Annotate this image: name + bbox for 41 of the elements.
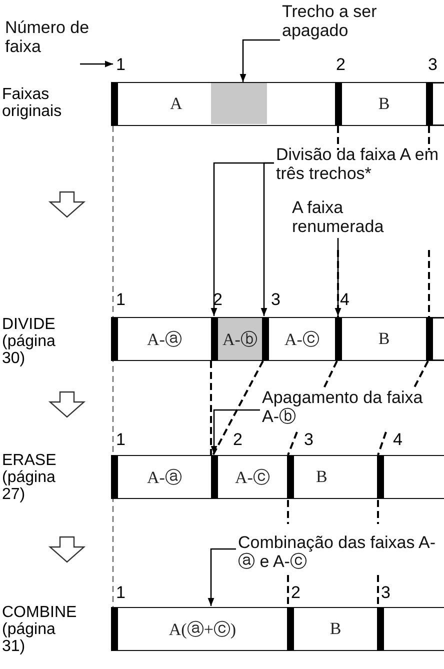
leader-arrow bbox=[334, 238, 342, 316]
row-label: COMBINE (página 31) bbox=[2, 604, 78, 655]
callout-text: Apagamento da faixa A-ⓑ bbox=[262, 388, 442, 426]
callout-text: Trecho a ser apagado bbox=[282, 2, 410, 40]
callout-text: Divisão da faixa A em três trechos* bbox=[276, 145, 444, 183]
callout-text: A faixa renumerada bbox=[292, 198, 407, 236]
track-number: 1 bbox=[116, 56, 126, 74]
leader-arrow bbox=[210, 409, 260, 454]
track-number: 4 bbox=[340, 291, 350, 309]
leader-arrow bbox=[240, 39, 280, 82]
callout-text: Número de faixa bbox=[5, 18, 115, 56]
track-label: B bbox=[330, 619, 342, 639]
track-label: A-ⓐ bbox=[147, 466, 182, 488]
track-label: A bbox=[170, 94, 182, 114]
track-label: B bbox=[378, 329, 390, 349]
track-number: 2 bbox=[291, 584, 300, 602]
track-number: 3 bbox=[381, 584, 390, 602]
row-label: Faixas originais bbox=[2, 86, 63, 120]
track-number: 2 bbox=[336, 56, 346, 74]
callout-text: Combinação das faixas A-ⓐ e A-ⓒ bbox=[238, 533, 438, 571]
row-label: DIVIDE (página 30) bbox=[2, 316, 56, 367]
track-label: A(ⓐ+ⓒ) bbox=[168, 618, 236, 640]
track-number: 3 bbox=[271, 291, 280, 309]
track-label: A-ⓑ bbox=[222, 328, 258, 350]
track-label: B bbox=[316, 467, 328, 487]
track-label: A-ⓒ bbox=[235, 466, 270, 488]
erased-section bbox=[211, 83, 267, 124]
row-label: ERASE (página 27) bbox=[2, 452, 58, 503]
leader-arrow bbox=[208, 548, 236, 606]
track-number: 1 bbox=[116, 584, 126, 602]
track-number: 4 bbox=[393, 431, 402, 449]
track-number: 2 bbox=[233, 431, 242, 449]
track-number: 3 bbox=[428, 56, 438, 74]
leader-arrow bbox=[260, 162, 274, 316]
track-number: 1 bbox=[116, 431, 126, 449]
track-label: A-ⓒ bbox=[284, 328, 320, 350]
track-label: B bbox=[378, 94, 390, 114]
track-number: 1 bbox=[116, 291, 126, 309]
track-label: A-ⓐ bbox=[147, 328, 182, 350]
leader-arrow bbox=[80, 60, 113, 68]
track-number: 3 bbox=[304, 431, 314, 449]
